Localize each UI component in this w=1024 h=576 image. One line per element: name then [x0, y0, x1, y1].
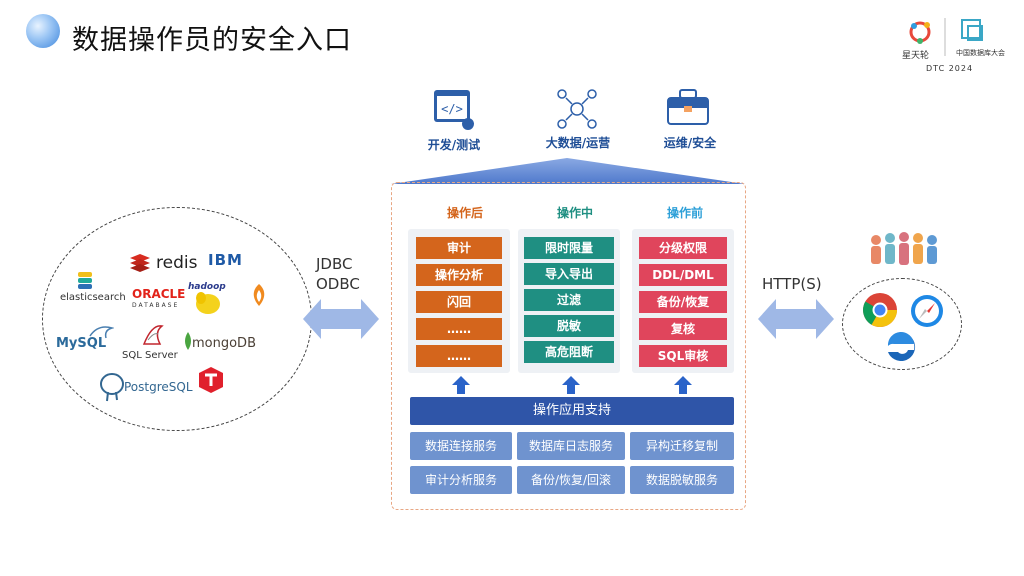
logo-graphic-icon — [909, 18, 983, 56]
item-flashback: 闪回 — [416, 291, 502, 313]
item-ddl-dml: DDL/DML — [639, 264, 727, 286]
roof-trapezoid — [391, 158, 745, 184]
up-arrow-during — [562, 376, 580, 394]
item-review: 复核 — [639, 318, 727, 340]
item-import-export: 导入导出 — [524, 263, 614, 285]
role-bigdata-ops: 大数据/运营 — [545, 136, 611, 150]
database-cluster — [42, 207, 312, 431]
tidb-icon — [199, 367, 223, 393]
item-more-1: …… — [416, 318, 502, 340]
protocol-https: HTTP(S) — [762, 275, 822, 293]
edge-icon — [887, 331, 916, 361]
mongodb-leaf-icon — [185, 332, 191, 350]
elasticsearch-icon — [78, 272, 92, 289]
operation-app-support: 操作应用支持 — [410, 397, 734, 425]
stage-title-during: 操作中 — [556, 206, 593, 220]
item-backup-restore: 备份/恢复 — [639, 291, 727, 313]
client-browsers-cluster — [842, 278, 962, 370]
network-people-icon — [557, 89, 597, 129]
item-time-quota: 限时限量 — [524, 237, 614, 259]
role-ops-security: 运维/安全 — [663, 136, 717, 150]
users-group-icon — [871, 232, 937, 265]
db-oracle: ORACLE — [132, 287, 186, 301]
db-sqlserver: SQL Server — [122, 350, 178, 361]
service-db-log: 数据库日志服务 — [517, 432, 625, 460]
event-label: DTC 2024 — [926, 64, 974, 73]
title-bullet-orb — [26, 14, 60, 48]
service-heterogeneous-replication: 异构迁移复制 — [630, 432, 734, 460]
postgresql-elephant-icon — [100, 373, 124, 402]
item-operation-analysis: 操作分析 — [416, 264, 502, 286]
logo-brand-right: 中国数据库大会 — [956, 49, 1005, 57]
right-double-arrow — [758, 299, 834, 339]
db-mongodb: mongoDB — [192, 336, 256, 351]
sequoiadb-icon — [253, 284, 265, 306]
stage-title-before: 操作前 — [666, 206, 703, 220]
role-dev-test: 开发/测试 — [427, 138, 481, 152]
service-audit-analysis: 审计分析服务 — [410, 466, 512, 494]
column-during: 限时限量 导入导出 过滤 脱敏 高危阻断 — [518, 229, 620, 373]
db-ibm: IBM — [208, 251, 243, 269]
item-more-2: …… — [416, 345, 502, 367]
item-sql-audit: SQL审核 — [639, 345, 727, 367]
security-entry-frame — [391, 182, 746, 510]
hadoop-elephant-icon — [196, 292, 220, 314]
item-filter: 过滤 — [524, 289, 614, 311]
item-tiered-permission: 分级权限 — [639, 237, 727, 259]
column-after: 审计 操作分析 闪回 …… …… — [408, 229, 510, 373]
protocol-jdbc: JDBC — [316, 255, 353, 273]
db-postgresql: PostgreSQL — [124, 380, 193, 394]
svg-text:</>: </> — [441, 102, 463, 116]
db-redis: redis — [156, 253, 198, 273]
db-hadoop: hadoop — [188, 282, 226, 292]
item-masking: 脱敏 — [524, 315, 614, 337]
sqlserver-icon — [142, 325, 164, 345]
column-before: 分级权限 DDL/DML 备份/恢复 复核 SQL审核 — [632, 229, 734, 373]
db-oracle-sub: DATABASE — [132, 302, 180, 309]
up-arrow-after — [452, 376, 470, 394]
db-elasticsearch: elasticsearch — [60, 292, 126, 303]
protocol-odbc: ODBC — [316, 275, 360, 293]
logo-brand-left: 星天轮 — [902, 51, 930, 61]
left-double-arrow — [303, 299, 379, 339]
mysql-dolphin-icon — [89, 326, 114, 339]
service-data-masking: 数据脱敏服务 — [630, 466, 734, 494]
stage-title-after: 操作后 — [446, 206, 483, 220]
service-data-connection: 数据连接服务 — [410, 432, 512, 460]
safari-icon — [911, 295, 943, 327]
toolbox-icon — [667, 89, 709, 125]
redis-icon — [130, 254, 150, 272]
up-arrow-before — [674, 376, 692, 394]
item-high-risk-block: 高危阻断 — [524, 341, 614, 363]
db-mysql: MySQL — [56, 336, 107, 351]
service-backup-restore-rollback: 备份/恢复/回滚 — [517, 466, 625, 494]
code-window-icon: </> — [434, 90, 474, 130]
conference-logo: 星天轮 中国数据库大会 — [900, 14, 1010, 78]
item-audit: 审计 — [416, 237, 502, 259]
chrome-icon — [863, 293, 897, 327]
page-title: 数据操作员的安全入口 — [72, 25, 352, 56]
